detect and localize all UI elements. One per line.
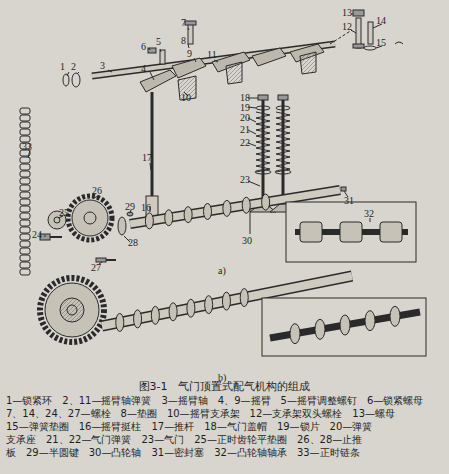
callout-number: 5	[156, 37, 161, 47]
callout-number: 28	[128, 238, 138, 248]
callout-number: 19	[240, 103, 250, 113]
callout-number: 29	[125, 202, 135, 212]
legend-line: 支承座 21、22—气门弹簧 23—气门 25—正时齿轮平垫圈 26、28—止推	[6, 435, 362, 445]
callout-number: 31	[344, 196, 354, 206]
subfigure-label: a)	[218, 266, 226, 276]
legend-line: 板 29—半圆键 30—凸轮轴 31—密封塞 32—凸轮轴轴承 33—正时链条	[6, 448, 360, 458]
callout-number: 13	[342, 8, 352, 18]
callout-number: 10	[181, 93, 191, 103]
callout-number: 26	[92, 186, 102, 196]
callout-number: 18	[240, 93, 250, 103]
callout-number: 20	[240, 113, 250, 123]
callout-number: 11	[207, 50, 217, 60]
callout-number: 22	[240, 138, 250, 148]
callout-number: 2	[71, 62, 76, 72]
callout-number: 7	[181, 18, 186, 28]
callout-number: 4	[141, 64, 146, 74]
callout-number: 32	[364, 209, 374, 219]
callout-number: 17	[142, 153, 152, 163]
callout-number: 21	[240, 125, 250, 135]
callout-number: 12	[342, 22, 352, 32]
callout-number: 25	[59, 208, 69, 218]
callout-number: 1	[60, 62, 65, 72]
legend-line: 1—锁紧环 2、11—摇臂轴弹簧 3—摇臂轴 4、9—摇臂 5—摇臂调整螺钉 6…	[6, 396, 423, 406]
figure-caption: 图3-1 气门顶置式配气机构的组成	[139, 381, 311, 392]
callout-number: 14	[376, 16, 386, 26]
legend-line: 15—弹簧垫圈 16—摇臂挺柱 17—推杆 18—气门盖帽 19—锁片 20—弹…	[6, 422, 372, 432]
callout-number: 9	[187, 49, 192, 59]
callout-number: 3	[100, 61, 105, 71]
callout-number: 27	[91, 263, 101, 273]
callout-number: 15	[376, 38, 386, 48]
legend-line: 7、14、24、27—螺栓 8—垫圈 10—摇臂支承架 12—支承架双头螺栓 1…	[6, 409, 395, 419]
callout-number: 33	[22, 142, 32, 152]
callout-number: 23	[240, 175, 250, 185]
callout-number: 6	[141, 42, 146, 52]
callout-number: 16	[141, 203, 151, 213]
callout-number: 30	[242, 236, 252, 246]
callout-number: 8	[181, 36, 186, 46]
callout-number: 24	[32, 230, 42, 240]
